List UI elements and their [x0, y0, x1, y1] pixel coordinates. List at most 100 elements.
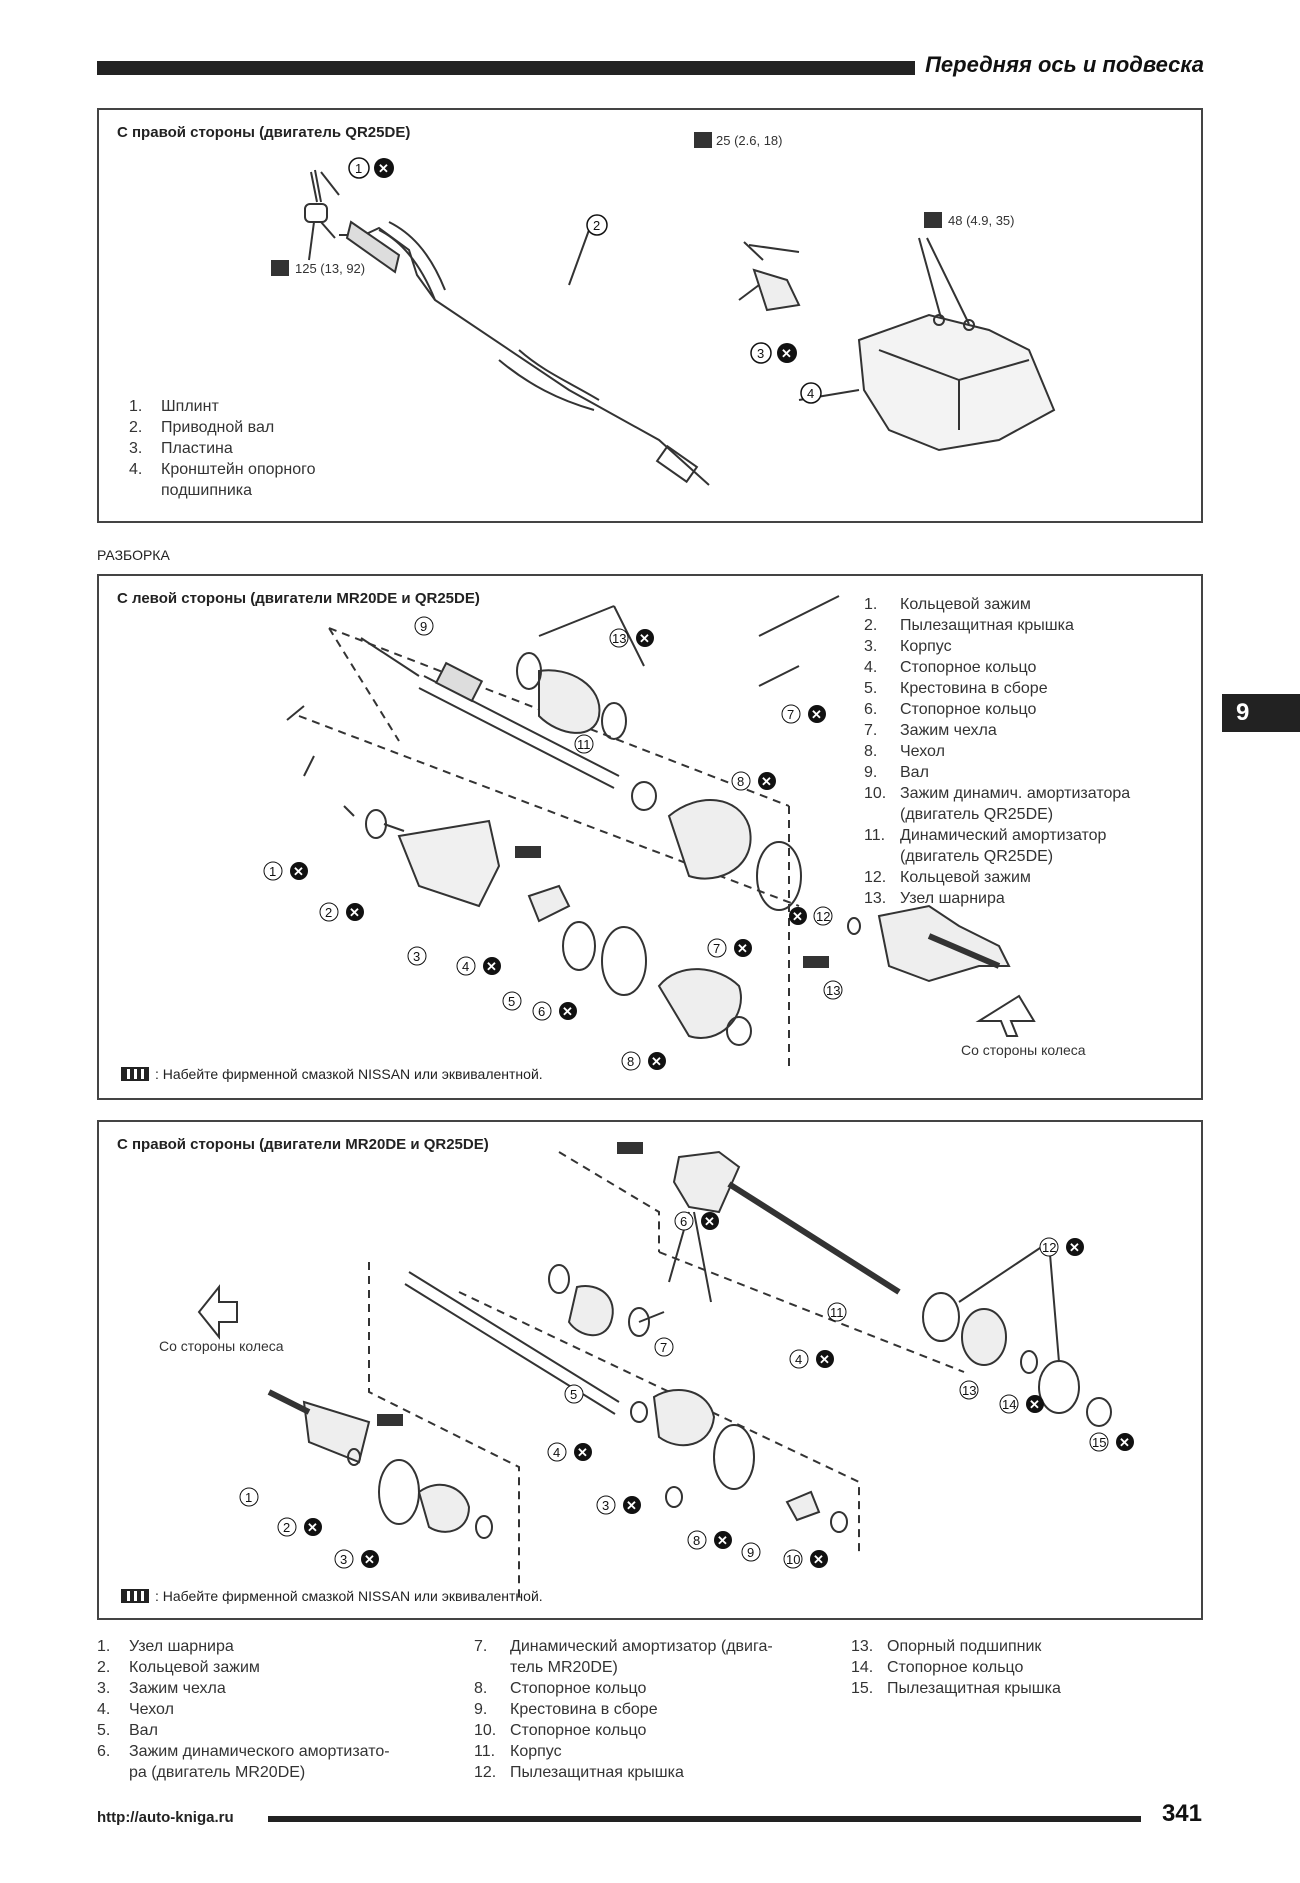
legend-item: 7.Зажим чехла — [864, 722, 997, 739]
drive-shaft-shape — [339, 226, 710, 486]
legend-item: 10.Стопорное кольцо — [474, 1722, 647, 1739]
bottom-legend-col3: 13.Опорный подшипник 14.Стопорное кольцо… — [851, 1636, 1061, 1699]
legend-item: 2.Кольцевой зажим — [97, 1659, 260, 1676]
svg-text:9: 9 — [747, 1545, 754, 1560]
exploded-diagram-3: 6 ✕ 11 12 ✕ 7 4 ✕ 5 4 ✕ 13 14 ✕ 15 ✕ 1 2… — [197, 1142, 1134, 1602]
diagram-panel-right-mr20de-qr25de: С правой стороны (двигатели MR20DE и QR2… — [97, 1120, 1203, 1620]
legend-item: 8.Чехол — [864, 743, 945, 760]
svg-text:✕: ✕ — [486, 959, 497, 974]
svg-text:11: 11 — [830, 1305, 844, 1320]
legend-item: 7.Динамический амортизатор (двига- — [474, 1638, 773, 1655]
grease-note: : Набейте фирменной смазкой NISSAN или э… — [121, 1066, 543, 1082]
legend-item: 9.Крестовина в сборе — [474, 1701, 658, 1718]
svg-text:✕: ✕ — [781, 346, 792, 361]
wheel-side-label: Со стороны колеса — [961, 1042, 1086, 1058]
svg-text:✕: ✕ — [1029, 1397, 1040, 1412]
svg-text:7: 7 — [787, 707, 794, 722]
svg-text:✕: ✕ — [293, 864, 304, 879]
svg-text:✕: ✕ — [349, 905, 360, 920]
svg-text:3: 3 — [602, 1498, 609, 1513]
bracket-shape — [857, 313, 1056, 452]
legend-item: 15.Пылезащитная крышка — [851, 1680, 1061, 1697]
svg-text:11: 11 — [577, 737, 591, 752]
damper-shape — [538, 669, 601, 734]
legend-item: (двигатель QR25DE) — [900, 848, 1054, 865]
legend-item: 11.Корпус — [474, 1743, 562, 1760]
page-number: 341 — [1161, 1800, 1202, 1827]
svg-text:7: 7 — [660, 1340, 667, 1355]
exploded-diagram-2: 9 13 ✕ 11 7 ✕ 8 ✕ 1 ✕ 2 ✕ 3 4 ✕ 5 6 ✕ 7 … — [263, 595, 1036, 1071]
legend-item: 1.Узел шарнира — [97, 1638, 234, 1655]
svg-text:14: 14 — [1002, 1397, 1016, 1412]
diagram-panel-right-qr25de: С правой стороны (двигатель QR25DE) — [97, 108, 1203, 523]
spider-shape — [527, 884, 571, 923]
section-label: РАЗБОРКА — [97, 547, 170, 563]
legend-item: 3.Корпус — [864, 638, 952, 655]
svg-text:✕: ✕ — [761, 774, 772, 789]
svg-text:8: 8 — [693, 1533, 700, 1548]
nut-shape — [304, 203, 328, 223]
housing-shape — [672, 1150, 741, 1214]
exploded-diagram-1: 1 ✕ 2 3 ✕ 4 25 (2.6, 18) 48 (4.9, 35) 12… — [271, 132, 1056, 486]
legend-item: 4.Стопорное кольцо — [864, 659, 1037, 676]
svg-text:1: 1 — [245, 1490, 252, 1505]
legend-item: 12.Кольцевой зажим — [864, 869, 1031, 886]
legend-item: 6.Стопорное кольцо — [864, 701, 1037, 718]
panel-title: С правой стороны (двигатель QR25DE) — [117, 124, 411, 141]
legend-item: 4.Чехол — [97, 1701, 174, 1718]
torque-48: 48 (4.9, 35) — [948, 213, 1015, 228]
legend-item: 1.Шплинт — [129, 398, 219, 415]
footer-rule — [268, 1816, 1141, 1822]
svg-text:2: 2 — [325, 905, 332, 920]
spider-shape — [785, 1490, 821, 1522]
panel2-legend: 1.Кольцевой зажим 2.Пылезащитная крышка … — [864, 594, 1130, 909]
svg-text:✕: ✕ — [1119, 1435, 1130, 1450]
legend-item: 3.Зажим чехла — [97, 1680, 226, 1697]
legend-item: подшипника — [161, 482, 253, 499]
svg-text:✕: ✕ — [364, 1552, 375, 1567]
svg-text:13: 13 — [962, 1383, 976, 1398]
page-title: Передняя ось и подвеска — [925, 52, 1204, 77]
footer-url: http://auto-kniga.ru — [97, 1809, 234, 1826]
svg-text:4: 4 — [795, 1352, 802, 1367]
grease-icon — [121, 1067, 149, 1081]
legend-item: 2.Приводной вал — [129, 419, 275, 436]
svg-text:✕: ✕ — [307, 1520, 318, 1535]
svg-text:6: 6 — [680, 1214, 687, 1229]
svg-text:✕: ✕ — [639, 631, 650, 646]
header-rule — [97, 61, 915, 75]
svg-text:✕: ✕ — [811, 707, 822, 722]
svg-text:2: 2 — [283, 1520, 290, 1535]
bottom-legend-col1: 1.Узел шарнира 2.Кольцевой зажим 3.Зажим… — [97, 1636, 390, 1783]
svg-text:7: 7 — [713, 941, 720, 956]
legend-item: 8.Стопорное кольцо — [474, 1680, 647, 1697]
svg-text:✕: ✕ — [819, 1352, 830, 1367]
legend-item: (двигатель QR25DE) — [900, 806, 1054, 823]
svg-text:4: 4 — [462, 959, 469, 974]
svg-text:3: 3 — [757, 346, 764, 361]
svg-text:13: 13 — [826, 983, 840, 998]
svg-text:4: 4 — [807, 386, 814, 401]
legend-item: 9.Вал — [864, 764, 929, 781]
damper-shape — [567, 1285, 614, 1337]
legend-item: тель MR20DE) — [510, 1659, 618, 1676]
diagram-panel-left-mr20de-qr25de: С левой стороны (двигатели MR20DE и QR25… — [97, 574, 1203, 1100]
svg-text:✕: ✕ — [717, 1533, 728, 1548]
legend-item: 14.Стопорное кольцо — [851, 1659, 1024, 1676]
svg-text:✕: ✕ — [651, 1054, 662, 1069]
legend-item: 2.Пылезащитная крышка — [864, 617, 1074, 634]
legend-item: 12.Пылезащитная крышка — [474, 1764, 684, 1781]
svg-text:1: 1 — [269, 864, 276, 879]
svg-text:4: 4 — [553, 1445, 560, 1460]
grease-icon — [121, 1589, 149, 1603]
legend-item: 4.Кронштейн опорного — [129, 461, 316, 478]
svg-text:12: 12 — [816, 909, 830, 924]
svg-text:10: 10 — [786, 1552, 800, 1567]
grease-note: : Набейте фирменной смазкой NISSAN или э… — [121, 1588, 543, 1604]
svg-text:✕: ✕ — [792, 909, 803, 924]
legend-item: 13.Узел шарнира — [864, 890, 1005, 907]
legend-item: 3.Пластина — [129, 440, 233, 457]
svg-text:5: 5 — [508, 994, 515, 1009]
cotter-pin-shape — [310, 169, 322, 203]
bottom-legend-col2: 7.Динамический амортизатор (двига- тель … — [474, 1636, 773, 1783]
